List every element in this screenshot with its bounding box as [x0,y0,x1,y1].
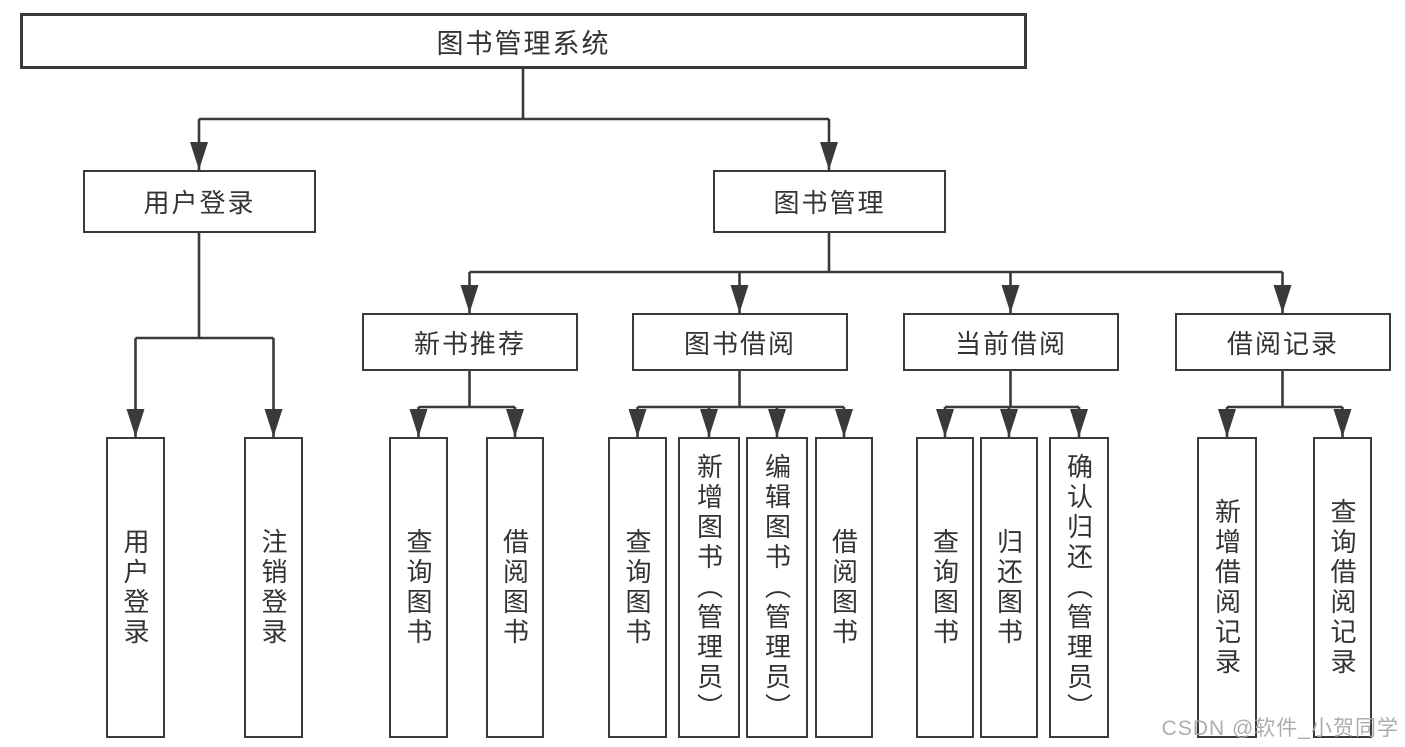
connector-records-to-leaves [1225,371,1344,437]
leaf-add-borrow-record: 新增借阅记录 [1197,437,1257,738]
connector-newbook-to-leaves [417,371,517,437]
leaf-borrow-books-borrowing: 借阅图书 [815,437,873,738]
leaf-return-books: 归还图书 [980,437,1038,738]
leaf-query-borrow-record: 查询借阅记录 [1313,437,1372,738]
node-borrowing-records: 借阅记录 [1175,313,1391,371]
leaf-query-books-current: 查询图书 [916,437,974,738]
connector-bookmgmt-to-level3 [468,232,1284,313]
connector-current-to-leaves [943,371,1081,437]
leaf-confirm-return-admin: 确认归还（管理员） [1049,437,1109,738]
leaf-user-login: 用户登录 [106,437,165,738]
node-library-management-system: 图书管理系统 [20,13,1027,69]
connector-root-to-level2 [197,68,831,170]
leaf-query-books-recommend: 查询图书 [389,437,448,738]
node-user-login: 用户登录 [83,170,316,233]
connector-userlogin-to-leaves [134,232,275,437]
node-book-borrowing: 图书借阅 [632,313,848,371]
leaf-borrow-books-recommend: 借阅图书 [486,437,544,738]
connector-borrowing-to-leaves [636,371,846,437]
node-new-book-recommendation: 新书推荐 [362,313,578,371]
leaf-add-books-admin: 新增图书（管理员） [678,437,740,738]
leaf-edit-books-admin: 编辑图书（管理员） [746,437,808,738]
leaf-logout-login: 注销登录 [244,437,303,738]
leaf-query-books-borrowing: 查询图书 [608,437,667,738]
node-book-management: 图书管理 [713,170,946,233]
node-current-borrowing: 当前借阅 [903,313,1119,371]
csdn-watermark: CSDN @软件_小贺同学 [1161,717,1399,740]
